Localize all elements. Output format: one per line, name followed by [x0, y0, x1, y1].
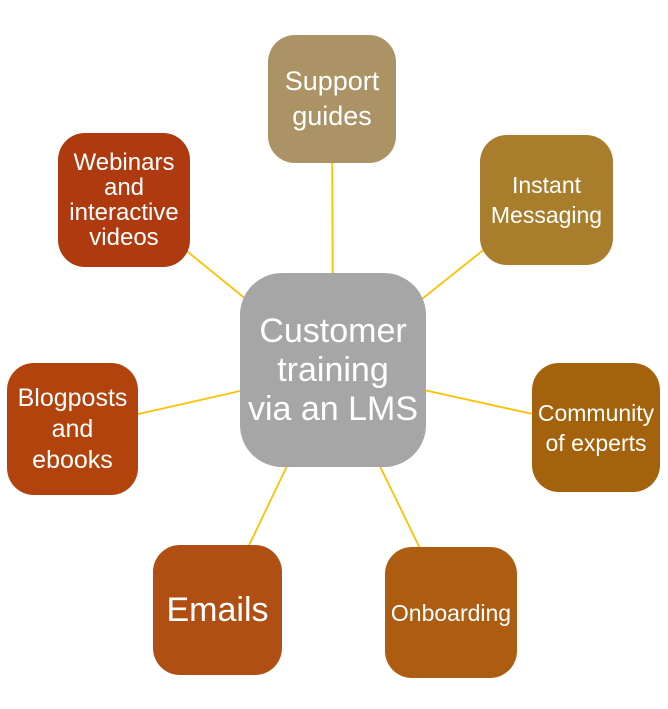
node-label-webinars-and-interactive-videos: Webinars and interactive videos	[69, 149, 179, 251]
node-emails: Emails	[153, 545, 282, 675]
node-blogposts-and-ebooks: Blogposts and ebooks	[7, 363, 138, 495]
node-label-community-of-experts: Community of experts	[537, 399, 655, 456]
node-community-of-experts: Community of experts	[532, 363, 660, 492]
node-label-blogposts-and-ebooks: Blogposts and ebooks	[17, 383, 128, 474]
node-support-guides: Support guides	[268, 35, 396, 163]
node-label-support-guides: Support guides	[284, 66, 380, 131]
node-instant-messaging: Instant Messaging	[480, 135, 613, 265]
node-label-emails: Emails	[166, 591, 269, 629]
node-label-customer-training: Customer training via an LMS	[247, 311, 419, 428]
node-webinars-and-interactive-videos: Webinars and interactive videos	[58, 133, 190, 267]
node-onboarding: Onboarding	[385, 547, 517, 678]
node-label-instant-messaging: Instant Messaging	[490, 172, 603, 228]
node-customer-training-via-an-lms: Customer training via an LMS	[240, 273, 426, 467]
node-label-onboarding: Onboarding	[390, 599, 512, 626]
